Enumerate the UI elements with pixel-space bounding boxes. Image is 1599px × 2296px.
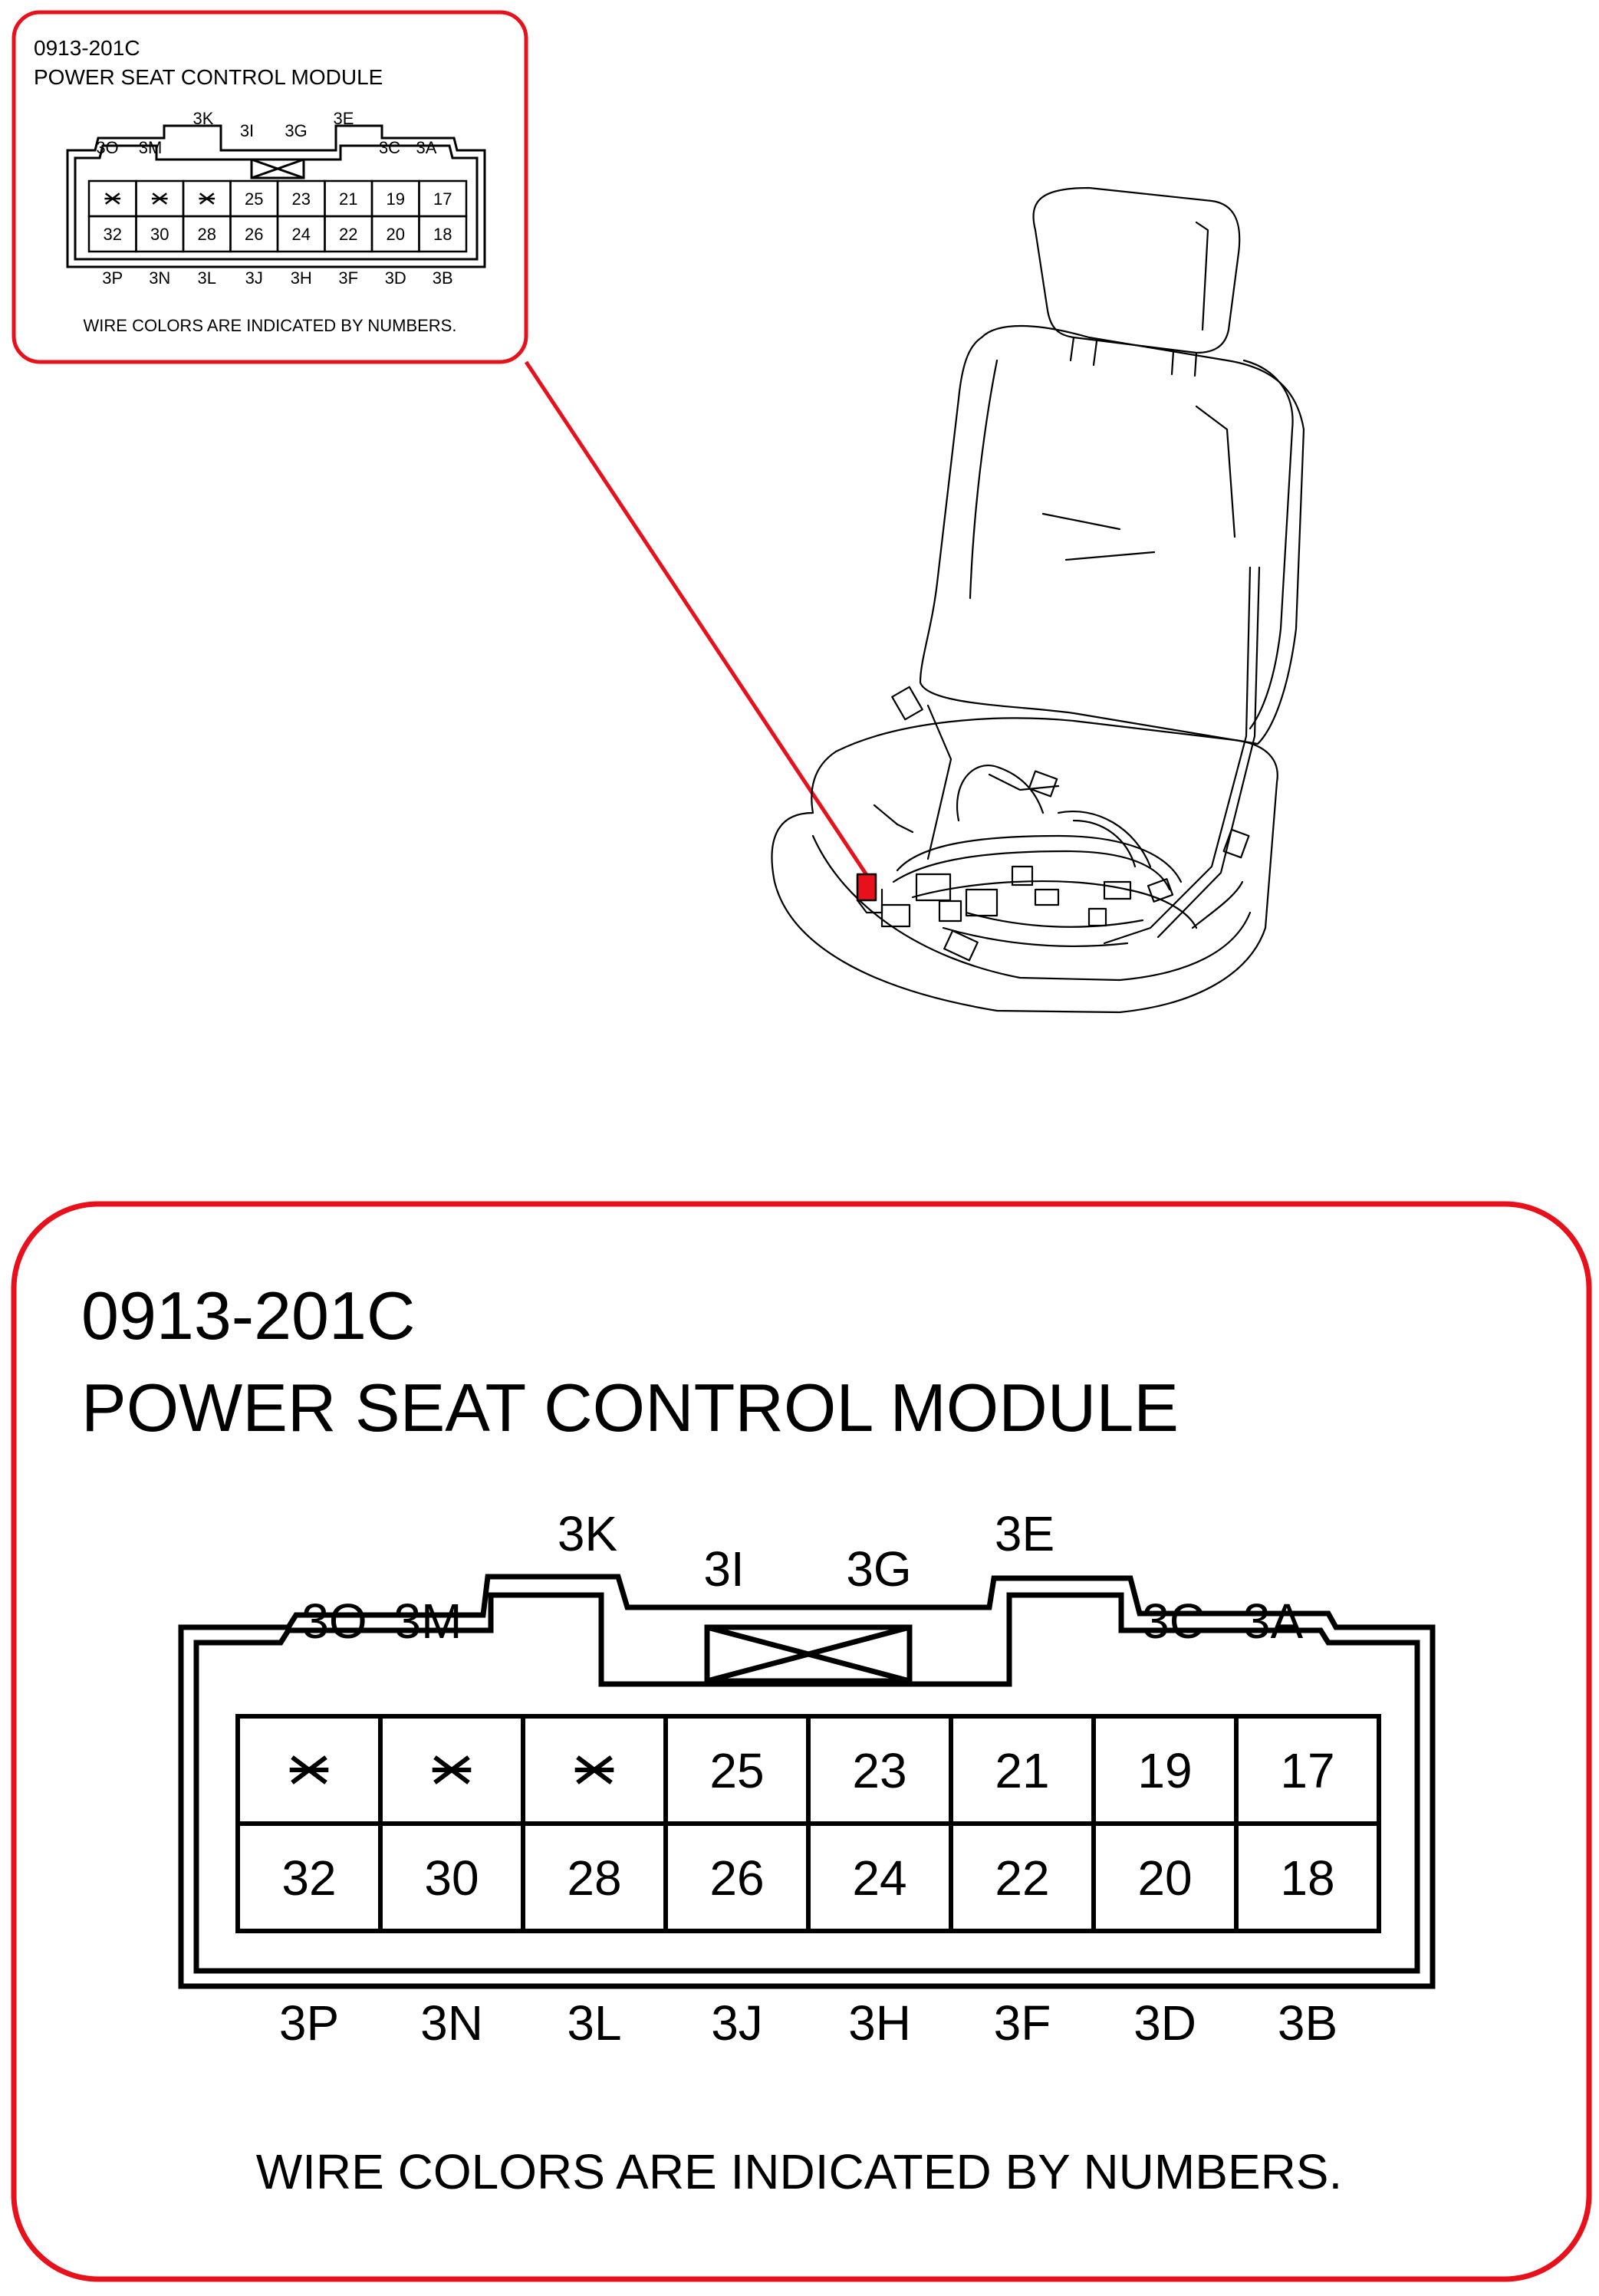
large-pin-grid: 25 23 21 19 17 32 30 28 26 24 22 20 18 [235,1714,1381,1933]
large-label-3e: 3E [995,1506,1054,1561]
small-pin-number: 28 [198,225,216,244]
large-label-3i: 3I [703,1541,744,1597]
seat-backrest [919,324,1305,745]
large-pin-number: 18 [1280,1850,1334,1906]
large-label-3k: 3K [558,1506,617,1561]
small-pin-number: 30 [150,225,169,244]
small-pin-number: 20 [387,225,405,244]
small-bottom-label: 3F [338,268,358,288]
small-wire-color-note: WIRE COLORS ARE INDICATED BY NUMBERS. [84,316,457,335]
small-pin-number: 17 [433,189,452,209]
large-pin-cell [1234,1821,1381,1933]
small-pin-number: 21 [339,189,357,209]
large-pin-number: 30 [424,1850,479,1906]
large-pin-number: 25 [709,1743,764,1798]
small-label-3e: 3E [334,109,354,128]
large-pin-number: 21 [995,1743,1049,1798]
small-pin-number: 23 [292,189,311,209]
large-unused-pin-icon [289,1755,329,1784]
seat-headrest [1032,186,1241,354]
small-label-3k: 3K [193,109,214,128]
small-callout: 0913-201C POWER SEAT CONTROL MODULE 3O 3… [12,10,528,364]
small-label-3g: 3G [285,121,307,140]
small-pin-number: 24 [292,225,311,244]
small-label-3c: 3C [379,138,400,157]
small-bottom-label: 3N [149,268,170,288]
large-bottom-labels: 3P 3N 3L 3J 3H 3F 3D 3B [279,1995,1337,2051]
small-pin-cell [418,215,468,253]
large-pin-number: 23 [852,1743,906,1798]
large-pin-number: 32 [281,1850,336,1906]
small-label-3m: 3M [139,138,163,157]
small-bottom-label: 3B [433,268,453,288]
large-label-3m: 3M [394,1594,462,1649]
seat-illustration [771,186,1305,1014]
large-bottom-label: 3P [279,1995,339,2051]
small-connector-name: POWER SEAT CONTROL MODULE [34,65,383,89]
large-wire-color-note: WIRE COLORS ARE INDICATED BY NUMBERS. [256,2144,1343,2199]
small-pin-grid: 25 23 21 19 17 32 30 28 26 24 22 20 18 [87,179,468,253]
large-pin-number: 28 [567,1850,621,1906]
large-connector-name: POWER SEAT CONTROL MODULE [81,1370,1179,1446]
large-pin-number: 24 [852,1850,906,1906]
large-pin-number: 19 [1137,1743,1192,1798]
small-bottom-label: 3P [102,268,123,288]
large-label-3g: 3G [846,1541,911,1597]
large-pin-number: 26 [709,1850,764,1906]
small-unused-pin-icon [104,192,121,205]
small-connector-housing [66,124,486,268]
small-label-3a: 3A [416,138,437,157]
large-bottom-label: 3F [994,1995,1051,2051]
large-top-labels: 3O 3M 3K 3I 3G 3E 3C 3A [301,1506,1303,1649]
small-pin-number: 32 [104,225,122,244]
small-bottom-labels: 3P 3N 3L 3J 3H 3F 3D 3B [102,268,452,288]
connector-location-marker [856,873,877,902]
small-bottom-label: 3J [245,268,263,288]
small-pin-number: 22 [339,225,357,244]
small-top-labels: 3O 3M 3K 3I 3G 3E 3C 3A [96,109,436,157]
large-pin-number: 20 [1137,1850,1192,1906]
large-label-3a: 3A [1243,1594,1304,1649]
small-label-3i: 3I [240,121,254,140]
callout-leader-line [524,360,874,883]
seat-cushion [771,717,1278,1014]
large-bottom-label: 3L [567,1995,621,2051]
small-unused-pin-icon [199,192,216,205]
large-unused-pin-icon [432,1755,472,1784]
large-bottom-label: 3J [711,1995,763,2051]
small-bottom-label: 3D [385,268,406,288]
large-callout-frame [11,1201,1592,2282]
small-pin-number: 19 [387,189,405,209]
large-pin-number: 22 [995,1850,1049,1906]
large-connector-housing [178,1574,1436,1989]
large-bottom-label: 3B [1278,1995,1337,2051]
small-pin-number: 26 [245,225,263,244]
small-callout-frame [12,10,528,364]
large-callout: 0913-201C POWER SEAT CONTROL MODULE 3O 3… [11,268,1592,2282]
large-connector-code: 0913-201C [81,1278,415,1354]
large-bottom-label: 3D [1133,1995,1196,2051]
large-label-3c: 3C [1142,1594,1205,1649]
small-bottom-label: 3H [291,268,312,288]
large-pin-number: 17 [1280,1743,1334,1798]
small-connector-code: 0913-201C [34,36,140,60]
small-bottom-label: 3L [198,268,216,288]
small-unused-pin-icon [151,192,168,205]
small-label-3o: 3O [96,138,118,157]
large-label-3o: 3O [301,1594,367,1649]
large-bottom-label: 3N [420,1995,483,2051]
large-unused-pin-icon [574,1755,614,1784]
small-pin-number: 25 [245,189,263,209]
large-bottom-label: 3H [848,1995,911,2051]
small-pin-number: 18 [433,225,452,244]
